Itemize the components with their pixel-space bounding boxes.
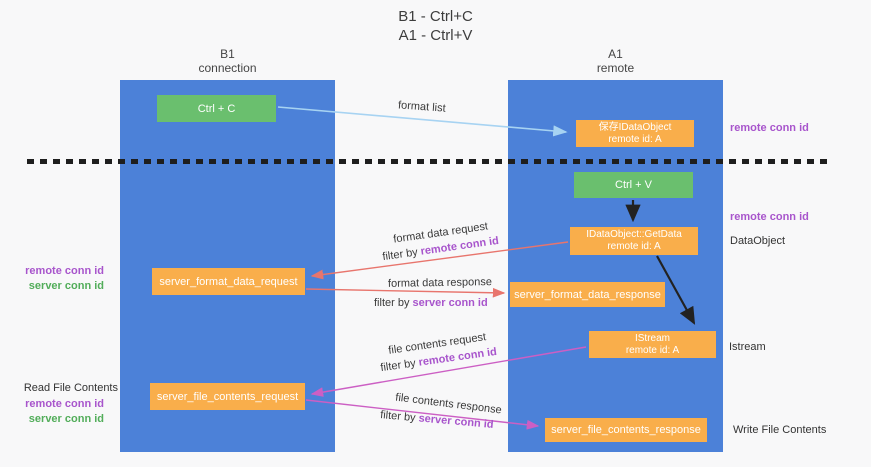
- filter-keyword-server-conn-id: server conn id: [418, 412, 495, 431]
- lane-b1-role: connection: [198, 61, 257, 75]
- node-server-file-contents-request: server_file_contents_request: [150, 383, 305, 410]
- left-label-read-file-contents: Read File Contents: [23, 382, 118, 394]
- save-idataobject-line1: 保存IDataObject: [598, 121, 672, 133]
- server-format-data-request-label: server_format_data_request: [159, 275, 298, 288]
- lane-a1-name: A1: [608, 47, 623, 61]
- lane-header-b1: B1 connection: [120, 47, 335, 75]
- right-label-dataobject: DataObject: [730, 235, 786, 247]
- filter-prefix: filter by: [379, 409, 420, 425]
- node-server-format-data-request: server_format_data_request: [152, 268, 305, 295]
- getdata-line1: IDataObject::GetData: [586, 229, 682, 240]
- server-format-data-response-label: server_format_data_response: [514, 288, 661, 301]
- node-server-file-contents-response: server_file_contents_response: [545, 418, 707, 442]
- getdata-line2: remote id: A: [607, 241, 661, 252]
- node-server-format-data-response: server_format_data_response: [510, 282, 665, 307]
- node-idataobject-getdata: IDataObject::GetData remote id: A: [570, 227, 698, 255]
- filter-keyword-server-conn-id: server conn id: [412, 297, 488, 309]
- copy-paste-separator-line: [27, 159, 833, 164]
- title-line-2: A1 - Ctrl+V: [398, 27, 473, 44]
- left-label-server-conn-id-2: server conn id: [28, 413, 104, 425]
- node-ctrl-c: Ctrl + C: [157, 95, 276, 122]
- label-format-list: format list: [397, 99, 447, 115]
- istream-line2: remote id: A: [625, 344, 680, 356]
- node-ctrl-v: Ctrl + V: [574, 172, 693, 198]
- node-istream: IStream remote id: A: [589, 331, 716, 358]
- server-file-contents-response-label: server_file_contents_response: [551, 424, 701, 436]
- right-label-write-file-contents: Write File Contents: [733, 424, 827, 436]
- server-file-contents-request-label: server_file_contents_request: [156, 390, 299, 403]
- left-label-remote-conn-id-1: remote conn id: [25, 265, 104, 277]
- left-label-server-conn-id-1: server conn id: [28, 280, 104, 292]
- diagram-title: B1 - Ctrl+C A1 - Ctrl+V: [0, 7, 871, 45]
- right-label-remote-conn-id-2: remote conn id: [730, 211, 809, 223]
- lane-header-a1: A1 remote: [508, 47, 723, 75]
- label-format-data-response: format data response: [387, 276, 493, 290]
- lane-b1-name: B1: [220, 47, 235, 61]
- node-save-idataobject: 保存IDataObject remote id: A: [576, 120, 694, 147]
- ctrl-c-label: Ctrl + C: [197, 102, 236, 115]
- istream-line1: IStream: [634, 332, 670, 344]
- right-label-istream: Istream: [729, 341, 766, 353]
- save-idataobject-line2: remote id: A: [608, 133, 662, 145]
- label-filter-by-server-conn-id-1: filter by server conn id: [374, 297, 488, 309]
- ctrl-v-label: Ctrl + V: [615, 179, 652, 191]
- right-label-remote-conn-id-1: remote conn id: [730, 122, 809, 134]
- filter-prefix: filter by: [374, 297, 413, 309]
- lane-a1-role: remote: [596, 61, 635, 75]
- filter-prefix: filter by: [379, 356, 420, 375]
- title-line-1: B1 - Ctrl+C: [398, 8, 473, 25]
- filter-prefix: filter by: [381, 245, 422, 264]
- left-label-remote-conn-id-2: remote conn id: [25, 398, 104, 410]
